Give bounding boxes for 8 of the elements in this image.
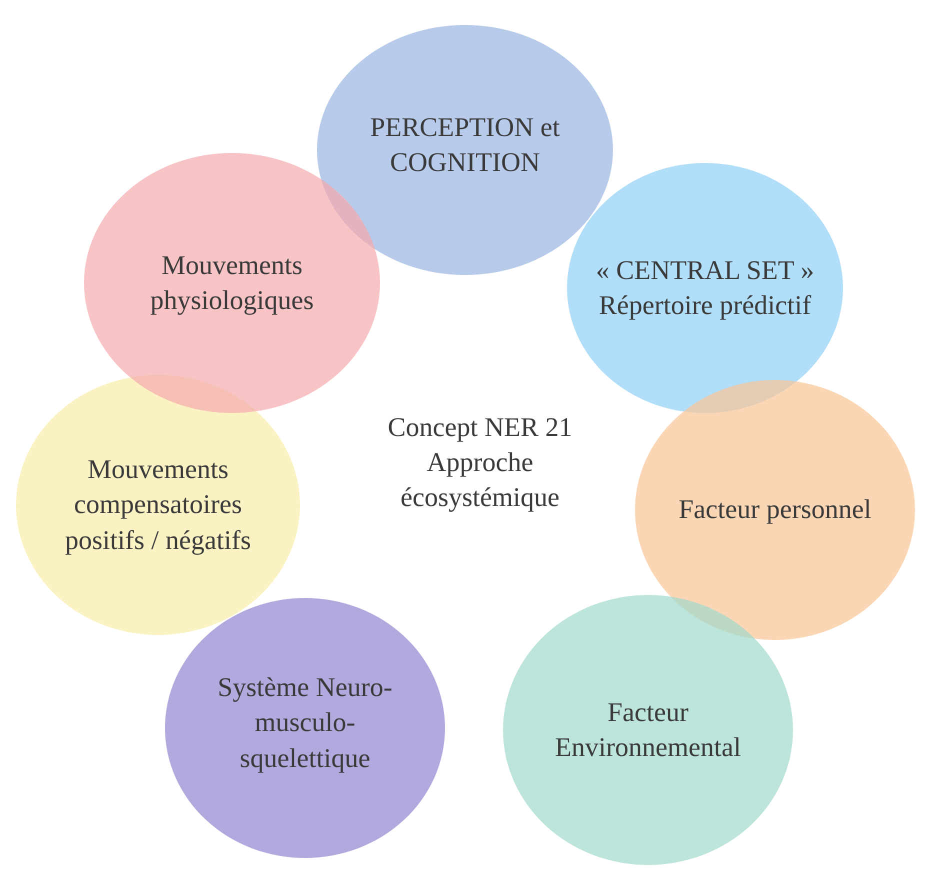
circle-label: Mouvements compensatoires positifs / négatifs: [64, 453, 252, 557]
circle-label: Facteur Environnemental: [554, 696, 742, 764]
circle-label: Facteur personnel: [678, 493, 872, 526]
center-text: Concept NER 21 Approche écosystémique: [386, 411, 574, 514]
circle-label: Système Neuro-musculo-squelettique: [216, 671, 394, 775]
circle-label: PERCEPTION et COGNITION: [369, 110, 561, 179]
circle-label: Mouvements physiologiques: [149, 248, 315, 317]
circle-label: « CENTRAL SET » Répertoire prédictif: [594, 254, 816, 322]
